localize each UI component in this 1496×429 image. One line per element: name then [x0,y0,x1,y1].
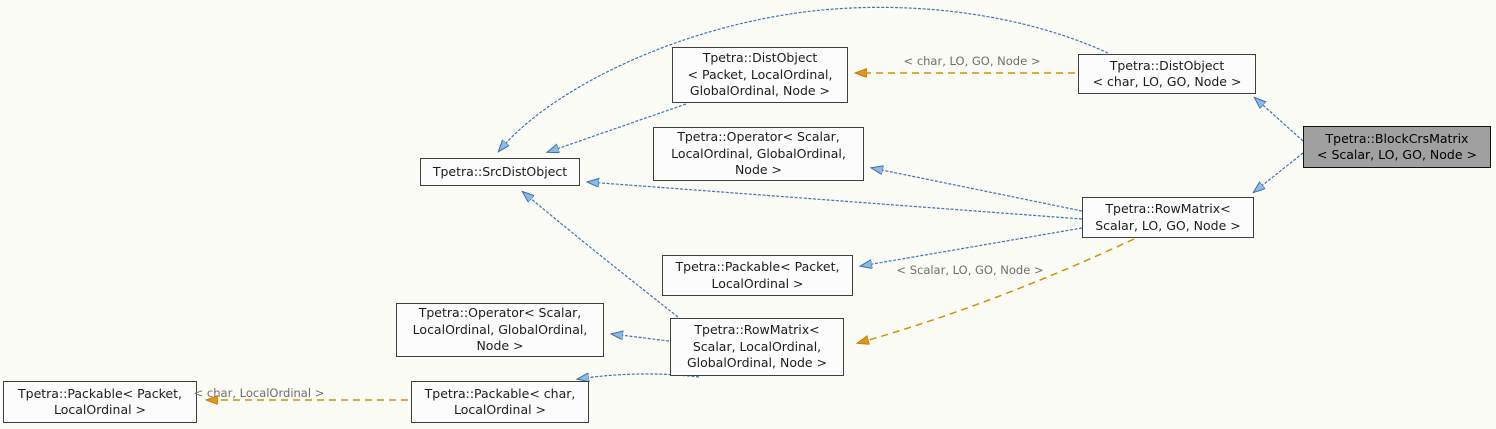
edge-rowmatrix-long-to-operator-lower [612,334,670,342]
node-operator-lower[interactable]: Tpetra::Operator< Scalar, LocalOrdinal, … [396,303,604,357]
edge-blockcrsmatrix-to-distobject-char [1255,98,1304,142]
edge-rowmatrix-short-to-srcdistobject [588,182,1083,220]
edge-rowmatrix-long-to-srcdistobject [523,192,679,318]
edge-label-scalar-lo-go-node: < Scalar, LO, GO, Node > [896,263,1044,277]
edge-blockcrsmatrix-to-rowmatrix-short [1254,152,1304,192]
node-packable-char[interactable]: Tpetra::Packable< char, LocalOrdinal > [411,381,589,423]
node-blockcrsmatrix-current: Tpetra::BlockCrsMatrix < Scalar, LO, GO,… [1303,126,1491,168]
node-distobject-packet[interactable]: Tpetra::DistObject < Packet, LocalOrdina… [672,47,848,103]
node-rowmatrix-long[interactable]: Tpetra::RowMatrix< Scalar, LocalOrdinal,… [670,318,844,376]
edge-label-char-localordinal: < char, LocalOrdinal > [193,386,325,400]
edge-rowmatrix-short-to-packable-packet-mid [861,227,1083,266]
node-distobject-char[interactable]: Tpetra::DistObject < char, LO, GO, Node … [1078,54,1256,94]
node-packable-packet-bottomleft[interactable]: Tpetra::Packable< Packet, LocalOrdinal > [3,381,197,423]
edge-rowmatrix-short-to-operator-upper [872,168,1083,212]
node-packable-packet-mid[interactable]: Tpetra::Packable< Packet, LocalOrdinal > [662,255,853,296]
node-rowmatrix-short[interactable]: Tpetra::RowMatrix< Scalar, LO, GO, Node … [1082,197,1254,238]
edge-label-char-lo-go-node: < char, LO, GO, Node > [903,54,1041,68]
node-operator-upper[interactable]: Tpetra::Operator< Scalar, LocalOrdinal, … [653,127,864,181]
node-srcdistobject[interactable]: Tpetra::SrcDistObject [420,158,580,186]
edge-template-rowmatrix-short-to-rowmatrix-long [858,238,1135,343]
